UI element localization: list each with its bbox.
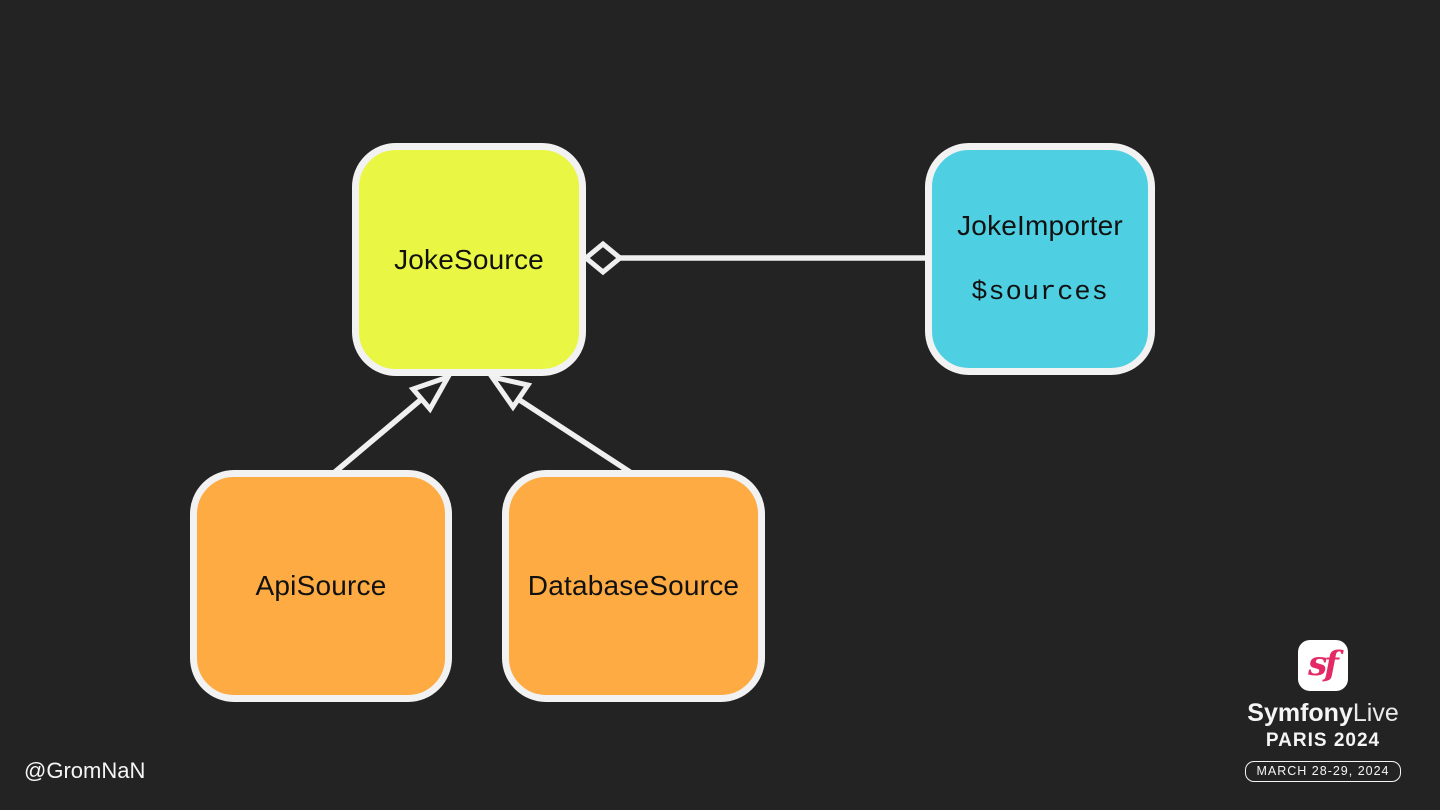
sf-monogram: sf (1308, 643, 1339, 684)
aggregation-diamond-icon (582, 240, 624, 276)
uml-class-api-source: ApiSource (190, 470, 452, 702)
event-dates-badge: MARCH 28-29, 2024 (1245, 761, 1401, 782)
class-name-joke-importer: JokeImporter (957, 210, 1123, 241)
symfony-live-logo: sf SymfonyLive PARIS 2024 MARCH 28-29, 2… (1245, 640, 1401, 782)
uml-class-joke-importer: JokeImporter $sources (925, 143, 1155, 375)
wordmark-live: Live (1352, 699, 1399, 727)
wordmark-symfony: Symfony (1247, 699, 1353, 727)
event-name: PARIS 2024 (1265, 730, 1381, 751)
uml-class-database-source: DatabaseSource (502, 470, 765, 702)
inheritance-arrowhead-api-icon (408, 372, 454, 414)
author-handle: @GromNaN (24, 758, 146, 783)
inheritance-line-api (333, 394, 426, 475)
uml-class-joke-source: JokeSource (352, 143, 586, 376)
class-name-joke-source: JokeSource (394, 243, 544, 275)
inheritance-arrowhead-database-icon (486, 373, 533, 412)
class-name-api-source: ApiSource (255, 570, 387, 601)
symfony-live-wordmark: SymfonyLive (1247, 699, 1398, 728)
symfony-sf-icon: sf (1298, 640, 1348, 691)
inheritance-line-database (516, 396, 632, 475)
class-property-sources: $sources (971, 278, 1109, 308)
class-name-database-source: DatabaseSource (527, 570, 740, 601)
